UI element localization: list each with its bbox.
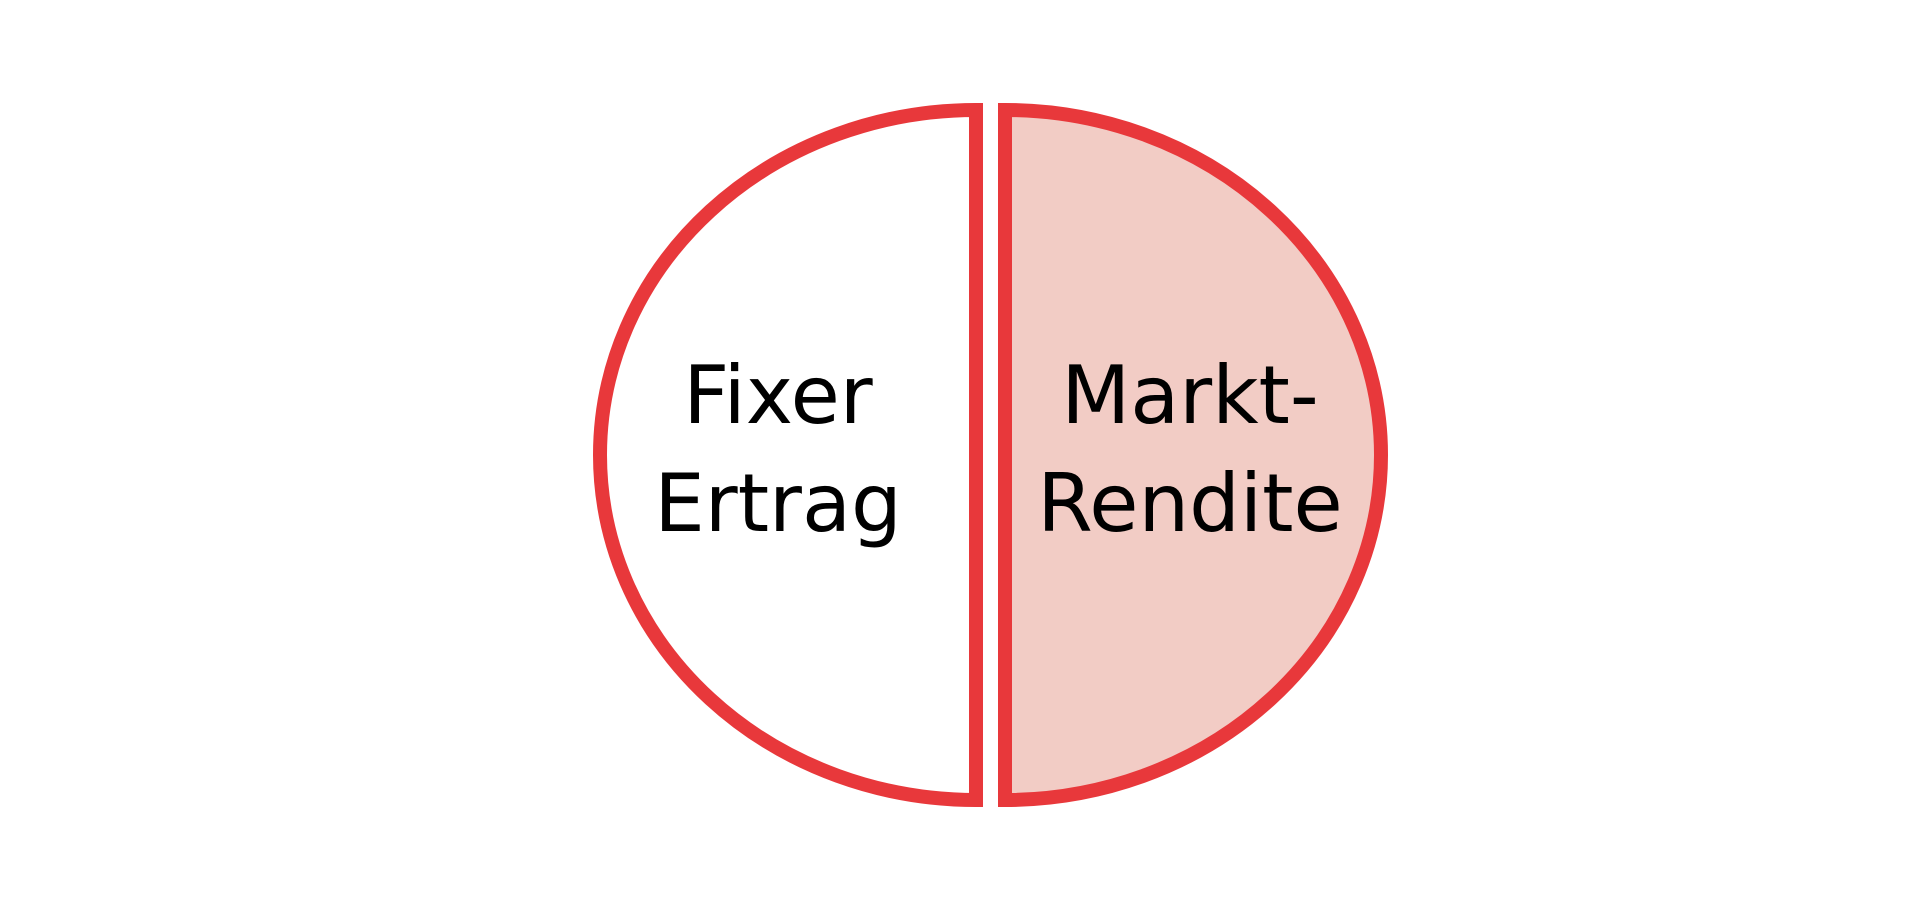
left-half-shape bbox=[593, 102, 983, 808]
right-half-label-line1: Markt- bbox=[1061, 349, 1319, 442]
right-half-shape bbox=[998, 102, 1388, 808]
right-half-label-line2: Rendite bbox=[1037, 457, 1343, 550]
right-half-group: Markt- Rendite bbox=[998, 102, 1388, 808]
left-half-label-line1: Fixer bbox=[683, 349, 873, 442]
left-half-label-line2: Ertrag bbox=[654, 457, 902, 550]
left-half-group: Fixer Ertrag bbox=[593, 102, 983, 808]
